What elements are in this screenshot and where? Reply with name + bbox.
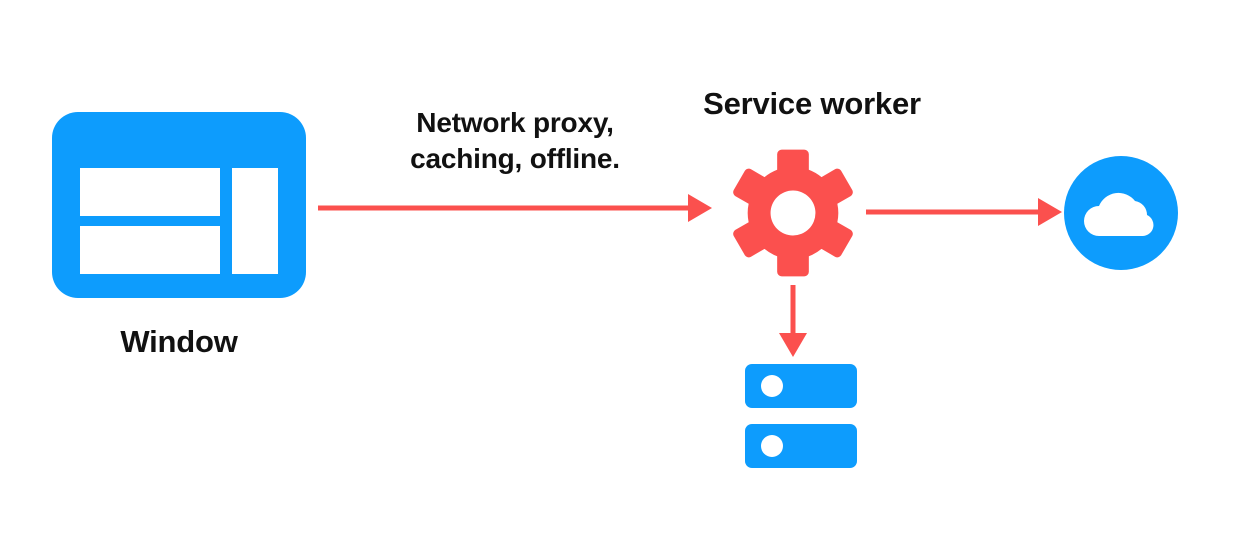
arrow-shaft: [790, 285, 796, 335]
cloud-icon: [1064, 156, 1178, 270]
arrow-head-right-icon: [1038, 198, 1062, 226]
window-node-label: Window: [120, 324, 238, 359]
arrow-shaft: [866, 209, 1040, 215]
storage-bar-bottom: [745, 424, 857, 468]
arrow-service-worker-to-network: [866, 197, 1062, 227]
window-pane-side: [232, 168, 278, 274]
arrow-service-worker-to-cache-storage: [778, 285, 808, 357]
storage-indicator-dot: [761, 435, 783, 457]
service-worker-node-label: Service worker: [703, 86, 921, 121]
gear-icon: [727, 147, 859, 279]
browser-window-icon: [52, 112, 306, 298]
window-pane-bottom: [80, 226, 220, 274]
storage-indicator-dot: [761, 375, 783, 397]
edge-label-line-2: caching, offline.: [410, 142, 620, 174]
storage-icon: [745, 364, 857, 468]
arrow-window-to-service-worker: [318, 193, 712, 223]
arrow-head-right-icon: [688, 194, 712, 222]
storage-bar-top: [745, 364, 857, 408]
arrow-head-down-icon: [779, 333, 807, 357]
window-pane-top: [80, 168, 220, 216]
edge-label-line-1: Network proxy,: [416, 107, 614, 138]
edge-label-network-proxy: Network proxy, caching, offline.: [374, 105, 656, 177]
arrow-shaft: [318, 205, 690, 211]
